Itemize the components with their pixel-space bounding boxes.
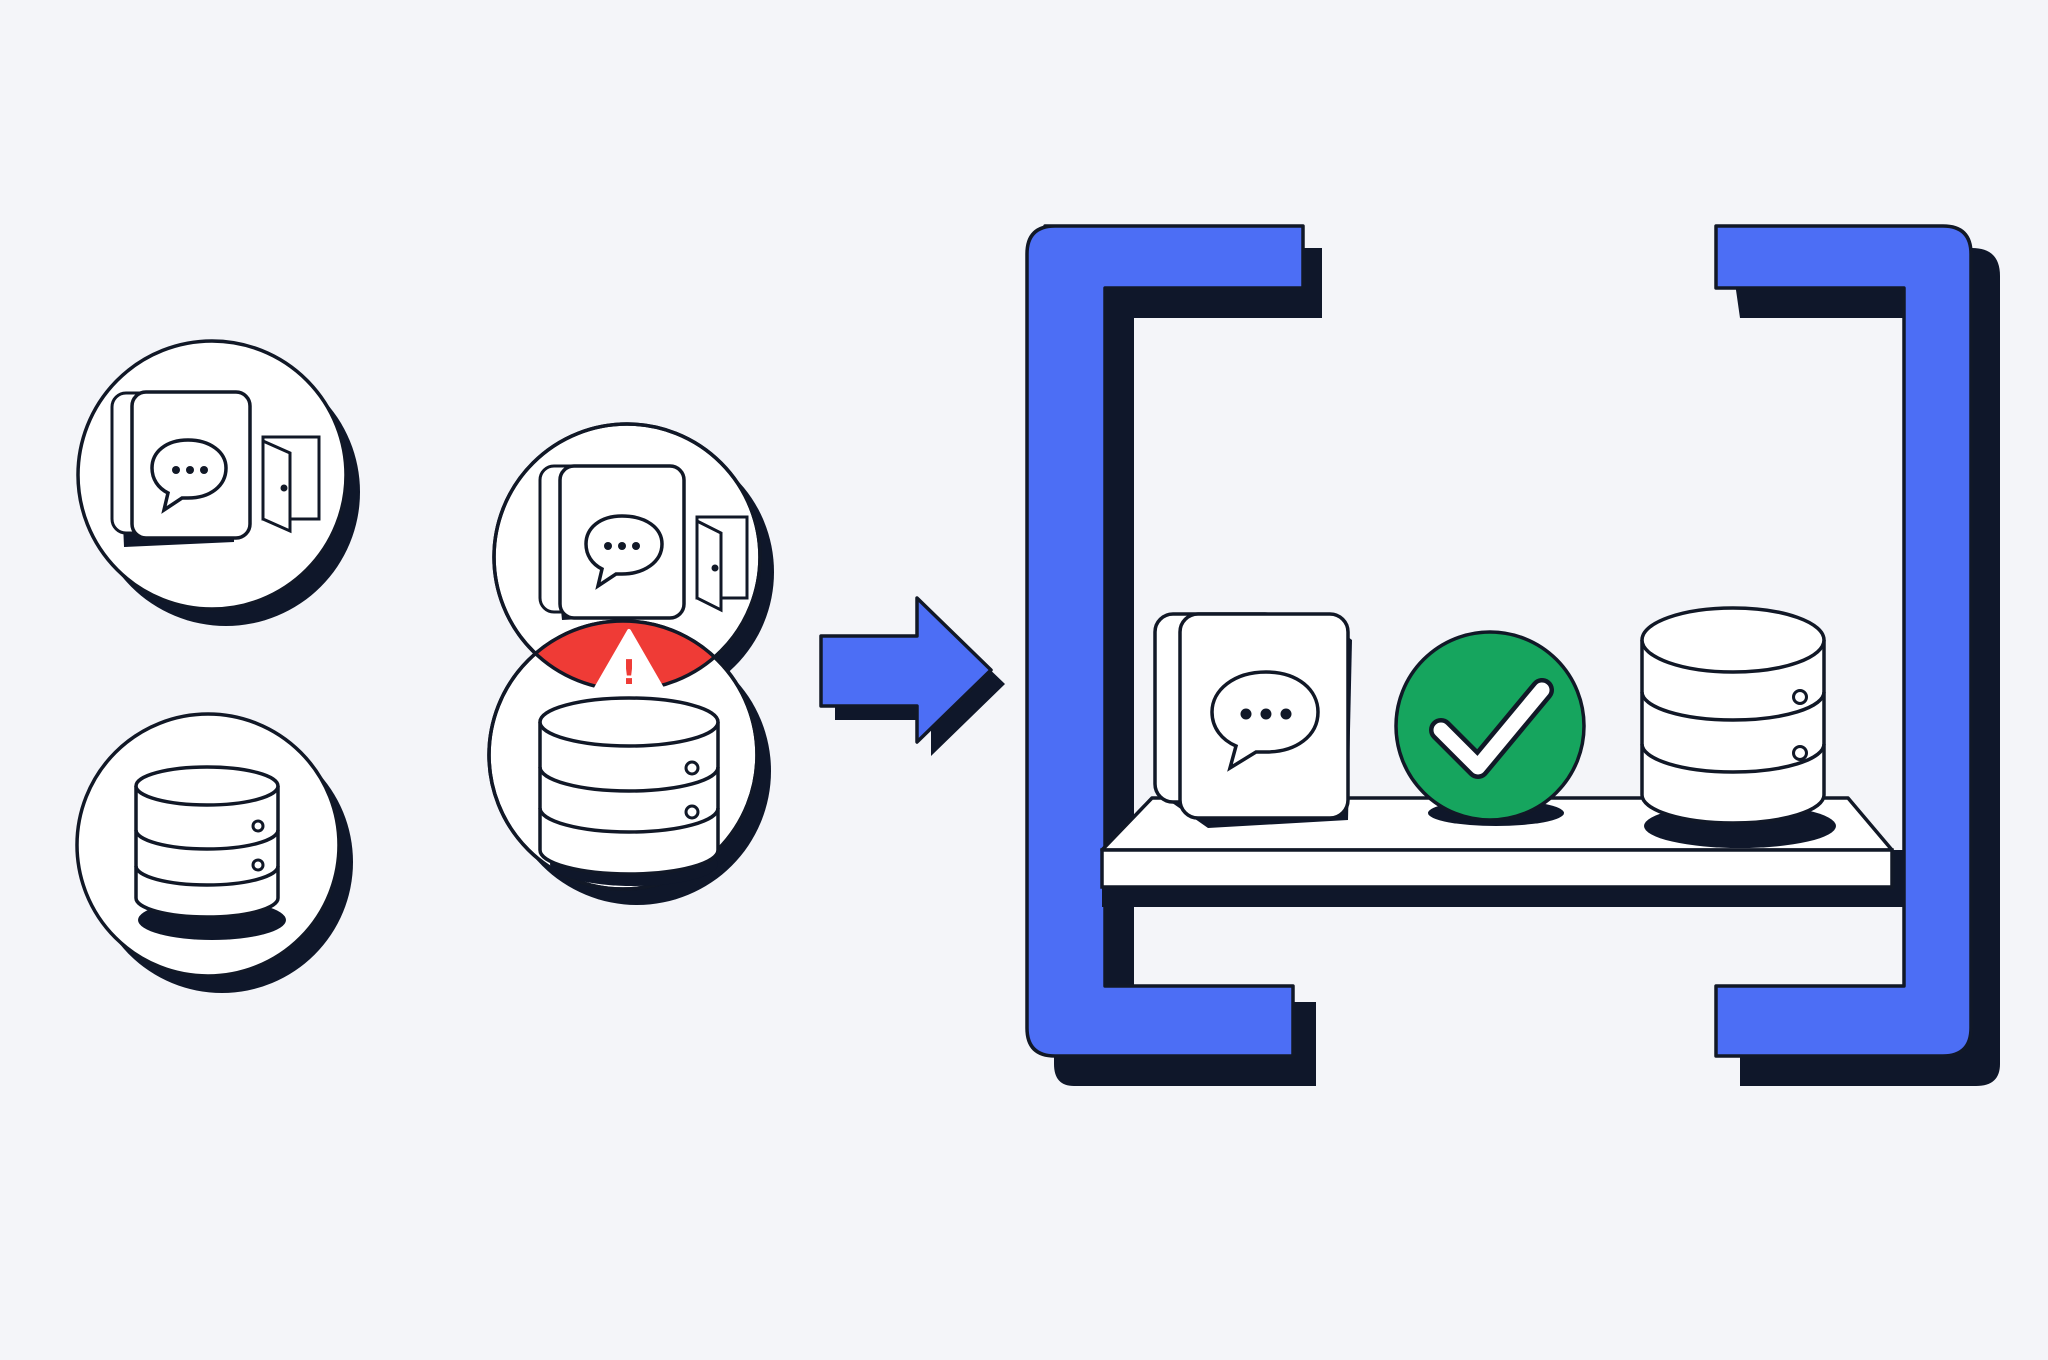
bracket-container	[1025, 224, 2000, 1086]
warning-glyph: !	[621, 653, 637, 693]
warning-triangle-icon: !	[593, 629, 665, 693]
database-icon	[538, 696, 720, 886]
success-check-badge	[1394, 630, 1586, 826]
chat-window-icon	[538, 464, 686, 620]
left-chat-circle	[76, 339, 360, 626]
chat-window-icon	[1153, 612, 1352, 828]
left-database-circle	[75, 712, 353, 993]
middle-conflict-group: !	[487, 422, 774, 905]
door-icon	[695, 515, 749, 613]
checkmark-icon	[1433, 682, 1550, 775]
right-arrow-icon	[819, 596, 1005, 756]
right-square-bracket-icon	[1714, 224, 2000, 1086]
database-icon	[1640, 606, 1836, 848]
door-icon	[261, 435, 321, 534]
chat-window-icon	[110, 390, 252, 547]
database-icon	[134, 765, 286, 940]
